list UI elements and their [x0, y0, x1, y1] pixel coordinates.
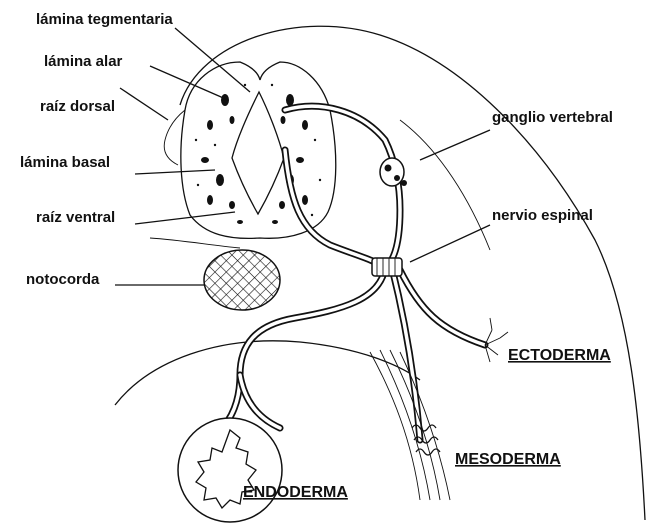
- label-mesoderma: MESODERMA: [455, 451, 561, 468]
- label-raiz-ventral: raíz ventral: [36, 209, 115, 226]
- notochord: [204, 250, 280, 310]
- label-ectoderma: ECTODERMA: [508, 347, 611, 364]
- label-lamina-tegmentaria: lámina tegmentaria: [36, 11, 173, 28]
- ventral-root-line: [150, 238, 240, 248]
- label-notocorda: notocorda: [26, 271, 100, 288]
- neural-tube: [181, 62, 336, 238]
- leader-lines: [115, 28, 490, 285]
- label-raiz-dorsal: raíz dorsal: [40, 98, 115, 115]
- label-nervio-espinal: nervio espinal: [492, 207, 593, 224]
- ectoderm-nerve-endings: [485, 318, 508, 362]
- body-wall-inner-outline: [400, 120, 490, 250]
- label-lamina-basal: lámina basal: [20, 154, 110, 171]
- vertebral-ganglion: [380, 158, 407, 186]
- label-lamina-alar: lámina alar: [44, 53, 123, 70]
- coelom-outline: [115, 341, 420, 405]
- endoderm-gut: [178, 418, 282, 522]
- label-endoderma: ENDODERMA: [243, 484, 348, 501]
- label-ganglio-vertebral: ganglio vertebral: [492, 109, 613, 126]
- spinal-nerve-bundle: [372, 258, 402, 276]
